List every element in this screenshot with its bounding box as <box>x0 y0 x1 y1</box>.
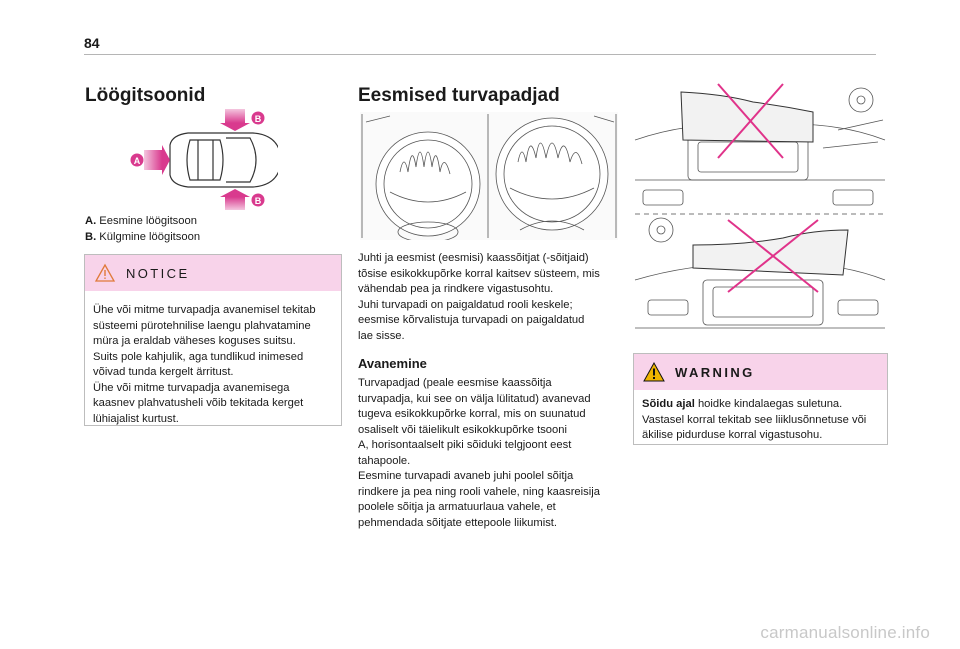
label-a-badge <box>130 153 144 167</box>
label-b-badge-top <box>251 111 265 125</box>
warning-header: WARNING <box>634 354 887 390</box>
front-impact-arrow <box>144 145 170 175</box>
prohibited-cross-bottom-icon <box>727 219 819 293</box>
dashboard-top <box>634 87 886 206</box>
legend-item-b: B. Külgmine löögitsoon <box>85 230 201 243</box>
section-title-impact-zones: Löögitsoonid <box>85 85 206 106</box>
dashboard-bottom <box>634 217 886 329</box>
warning-box: WARNING Sõidu ajal hoidke kindalaegas su… <box>633 353 888 445</box>
page-number: 84 <box>84 35 100 51</box>
notice-header: NOTICE <box>85 255 341 291</box>
warning-triangle-icon <box>643 362 665 382</box>
front-airbags-illustration <box>360 112 618 240</box>
front-airbags-intro: Juhti ja eesmist (eesmisi) kaassõitjat (… <box>358 252 600 342</box>
impact-zones-diagram: A B B <box>130 109 278 210</box>
deployment-text: Turvapadjad (peale eesmise kaassõitja tu… <box>358 377 600 529</box>
side-impact-arrow-top <box>220 109 250 131</box>
header-rule <box>84 54 876 55</box>
legend-item-a: A. Eesmine löögitsoon <box>85 215 197 227</box>
label-b-top: B <box>255 114 262 124</box>
dashboard-object-warning-illustration <box>633 80 888 344</box>
label-a: A <box>134 156 141 166</box>
warning-title: WARNING <box>675 364 755 380</box>
label-b-badge-bottom <box>251 193 265 207</box>
impact-zones-legend: A. Eesmine löögitsoon B. Külgmine löögit… <box>85 214 335 245</box>
warning-triangle-outline-icon <box>94 263 116 282</box>
object-on-dashboard-bottom <box>692 229 849 276</box>
side-impact-arrow-bottom <box>220 189 250 210</box>
warning-text: Sõidu ajal hoidke kindalaegas suletuna. … <box>642 398 867 441</box>
notice-title: NOTICE <box>126 265 190 281</box>
section-title-front-airbags: Eesmised turvapadjad <box>358 85 560 106</box>
prohibited-cross-top-icon <box>717 83 784 159</box>
watermark: carmanualsonline.info <box>760 623 930 642</box>
subheading-deployment: Avanemine <box>358 356 427 371</box>
notice-text: Ühe või mitme turvapadja avanemisel teki… <box>93 304 316 425</box>
notice-box: NOTICE Ühe või mitme turvapadja avanemis… <box>84 254 342 426</box>
label-b-bottom: B <box>255 196 262 206</box>
